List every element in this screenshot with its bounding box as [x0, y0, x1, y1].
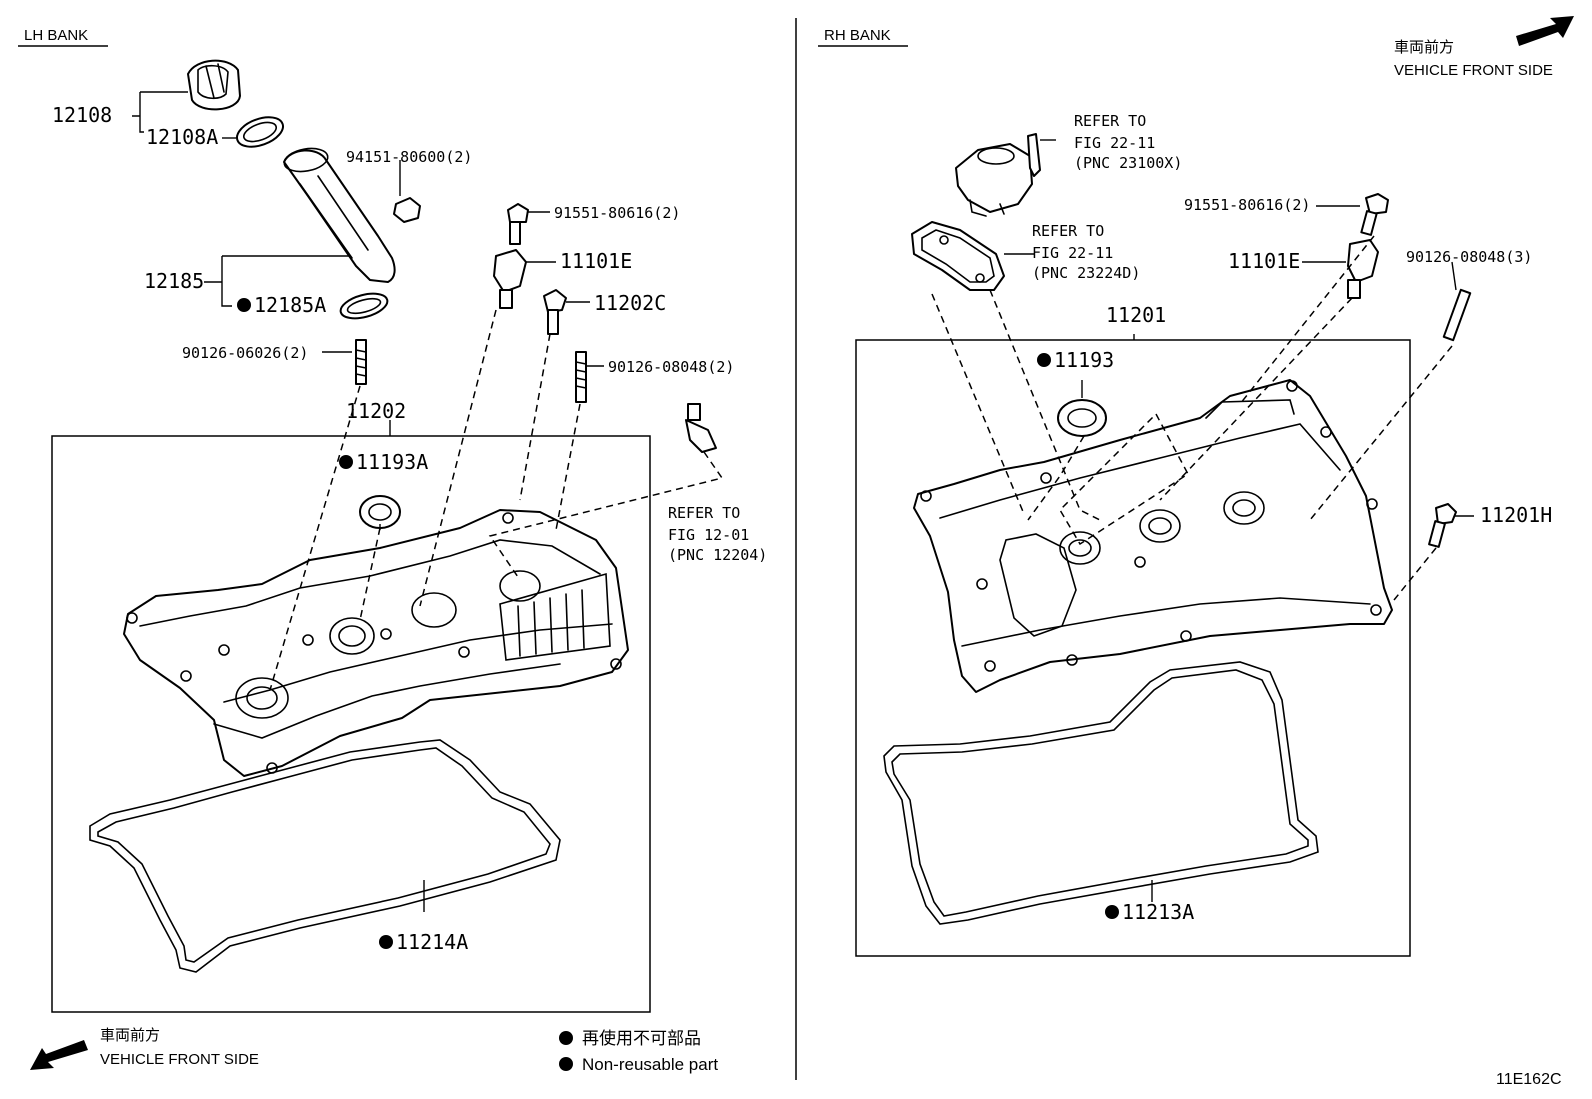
label-11202: 11202 [346, 399, 406, 423]
vsv-solenoid [955, 133, 1041, 217]
non-reusable-dot [339, 455, 353, 469]
label-11101e-rh: 11101E [1228, 249, 1300, 273]
pcv-valve [685, 403, 717, 453]
non-reusable-dot [559, 1031, 573, 1045]
label-11214a: 11214A [396, 930, 468, 954]
rh-refer-a-line1: REFER TO [1074, 112, 1146, 130]
label-11213a: 11213A [1122, 900, 1194, 924]
lh-assembly-frame [51, 435, 651, 1013]
lh-refer-line3: (PNC 12204) [668, 546, 767, 564]
non-reusable-dot [379, 935, 393, 949]
rh-refer-b-line1: REFER TO [1032, 222, 1104, 240]
bolt-91551-rh [1360, 193, 1389, 236]
legend: 再使用不可部品 Non-reusable part [559, 1028, 718, 1074]
plug-tube-seal-lh [359, 495, 401, 529]
rh-cylinder-head-cover [913, 379, 1393, 693]
leader-12185 [204, 255, 350, 307]
label-12185a: 12185A [254, 293, 326, 317]
leader-12108 [132, 91, 188, 133]
stud-08048-rh [1442, 288, 1472, 342]
lh-cover-gasket [89, 739, 561, 973]
label-90126-06026: 90126-06026(2) [182, 344, 308, 362]
label-91551-lh: 91551-80616(2) [554, 204, 680, 222]
stud-06026 [355, 339, 367, 385]
arrow-down-left-icon [30, 1040, 88, 1070]
front-bottom-en: VEHICLE FRONT SIDE [100, 1051, 259, 1068]
rh-cover-gasket [883, 661, 1319, 925]
arrow-up-right-icon [1516, 16, 1574, 46]
legend-jp: 再使用不可部品 [582, 1028, 701, 1048]
lh-refer-line1: REFER TO [668, 504, 740, 522]
rh-bank-title: RH BANK [824, 27, 891, 44]
label-12108: 12108 [52, 103, 112, 127]
vsv-gasket [911, 221, 1005, 291]
front-top-jp: 車両前方 [1394, 39, 1454, 56]
oil-filler-cap [187, 59, 241, 111]
rh-refer-a-line2: FIG 22-11 [1074, 134, 1155, 152]
label-11193: 11193 [1054, 348, 1114, 372]
non-reusable-dot [237, 298, 251, 312]
plug-tube-seal-rh [1057, 399, 1107, 437]
bolt-91551-lh [507, 203, 529, 245]
label-94151: 94151-80600(2) [346, 148, 472, 166]
rh-bank: REFER TO FIG 22-11 (PNC 23100X) REFER TO… [855, 112, 1552, 957]
label-12108a: 12108A [146, 125, 218, 149]
label-11201: 11201 [1106, 303, 1166, 327]
front-bottom-jp: 車両前方 [100, 1027, 160, 1044]
figure-code: 11E162C [1496, 1071, 1562, 1088]
rh-refer-a-line3: (PNC 23100X) [1074, 154, 1182, 172]
filler-cap-gasket [236, 116, 284, 148]
lh-cylinder-head-cover [123, 509, 629, 777]
bolt-11201h [1428, 503, 1457, 548]
non-reusable-dot [1105, 905, 1119, 919]
filler-nut [393, 197, 421, 223]
rh-assembly-frame [855, 339, 1411, 957]
label-11193a: 11193A [356, 450, 428, 474]
label-11202c: 11202C [594, 291, 666, 315]
label-11101e-lh: 11101E [560, 249, 632, 273]
non-reusable-dot [1037, 353, 1051, 367]
front-top-en: VEHICLE FRONT SIDE [1394, 62, 1553, 79]
legend-en: Non-reusable part [582, 1055, 718, 1074]
vehicle-front-top: 車両前方 VEHICLE FRONT SIDE [1394, 16, 1574, 79]
label-11201h: 11201H [1480, 503, 1552, 527]
non-reusable-dot [559, 1057, 573, 1071]
label-12185: 12185 [144, 269, 204, 293]
lh-refer-line2: FIG 12-01 [668, 526, 749, 544]
stud-08048-lh [575, 351, 587, 403]
oil-filler-pipe [283, 147, 396, 283]
lh-bank: 12108 12108A 94151-80600(2) 12185 12185A… [51, 59, 767, 1013]
rh-refer-b-line2: FIG 22-11 [1032, 244, 1113, 262]
vehicle-front-bottom: 車両前方 VEHICLE FRONT SIDE [30, 1027, 259, 1070]
label-90126-08048-rh: 90126-08048(3) [1406, 248, 1532, 266]
cam-sensor-lh [493, 249, 527, 309]
rh-refer-b-line3: (PNC 23224D) [1032, 264, 1140, 282]
label-91551-rh: 91551-80616(2) [1184, 196, 1310, 214]
filler-pipe-gasket [339, 292, 389, 320]
label-90126-08048-lh: 90126-08048(2) [608, 358, 734, 376]
bolt-11202c [543, 289, 567, 335]
lh-bank-title: LH BANK [24, 27, 88, 44]
